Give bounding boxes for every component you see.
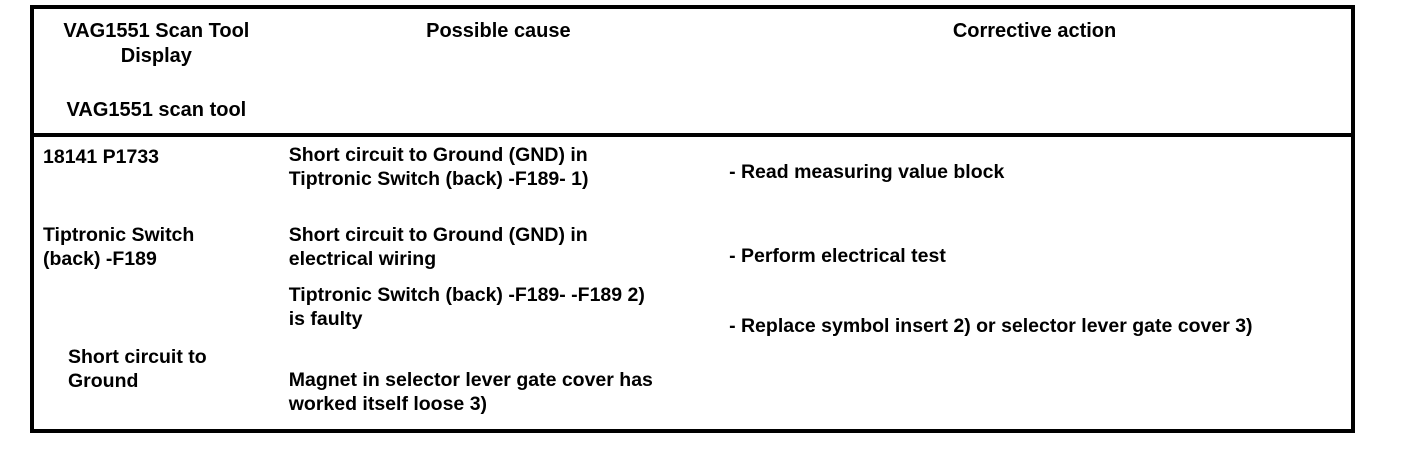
header-cell-corrective-action: Corrective action — [718, 7, 1353, 137]
table-row: 18141 P1733 Tiptronic Switch (back) -F18… — [32, 135, 1353, 431]
fault-code: 18141 P1733 — [43, 146, 160, 168]
header-cell-possible-cause: Possible cause — [278, 7, 719, 137]
cell-scan-tool-display: 18141 P1733 Tiptronic Switch (back) -F18… — [32, 135, 279, 431]
cell-corrective-action: - Read measuring value block - Perform e… — [718, 135, 1353, 431]
corrective-action-item: - Replace symbol insert 2) or selector l… — [729, 315, 1253, 337]
possible-cause-item: Magnet in selector lever gate cover has … — [288, 369, 653, 415]
table-header-row: VAG1551 Scan Tool Display VAG1551 scan t… — [32, 7, 1353, 137]
fault-description: Short circuit to Ground — [68, 346, 207, 392]
cell-possible-cause: Short circuit to Ground (GND) in Tiptron… — [278, 135, 719, 431]
possible-cause-item: Short circuit to Ground (GND) in electri… — [288, 224, 588, 270]
component-name: Tiptronic Switch (back) -F189 — [43, 224, 195, 270]
possible-cause-item: Short circuit to Ground (GND) in Tiptron… — [288, 144, 589, 190]
header-title-corrective-action: Corrective action — [952, 20, 1117, 42]
corrective-action-item: - Perform electrical test — [729, 245, 946, 267]
fault-diagnosis-table: VAG1551 Scan Tool Display VAG1551 scan t… — [30, 5, 1355, 433]
header-cell-scan-tool-display: VAG1551 Scan Tool Display VAG1551 scan t… — [32, 7, 279, 137]
possible-cause-item: Tiptronic Switch (back) -F189- -F189 2) … — [288, 284, 645, 330]
corrective-action-item: - Read measuring value block — [729, 161, 1005, 183]
header-title-possible-cause: Possible cause — [426, 20, 571, 42]
header-subtitle-scan-tool: VAG1551 scan tool — [66, 99, 247, 121]
header-title-scan-tool-display: VAG1551 Scan Tool Display — [63, 20, 250, 67]
